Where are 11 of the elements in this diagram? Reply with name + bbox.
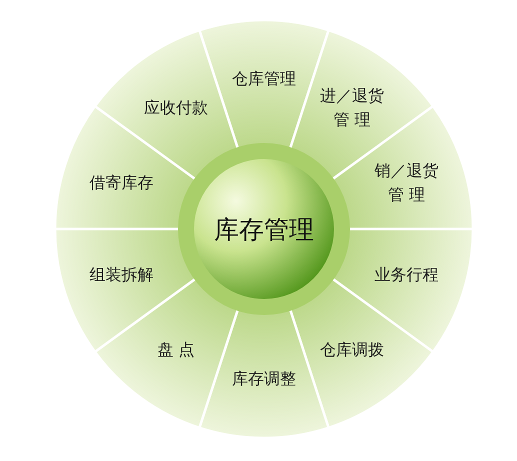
hub-label: 库存管理 [214, 214, 314, 246]
segment-label: 借寄库存 [88, 172, 154, 194]
segment-label: 进／退货管 理 [319, 84, 386, 131]
segment-label: 销／退货管 理 [374, 160, 440, 206]
segment-label: 仓库调拨 [319, 339, 386, 362]
segment-label: 应收付款 [142, 96, 209, 119]
segment-label: 组装拆解 [88, 264, 154, 286]
segment-label: 库存调整 [231, 368, 297, 390]
segment-label: 业务行程 [374, 264, 440, 286]
segment-label: 仓库管理 [231, 68, 297, 90]
segment-label: 盘 点 [156, 339, 196, 362]
